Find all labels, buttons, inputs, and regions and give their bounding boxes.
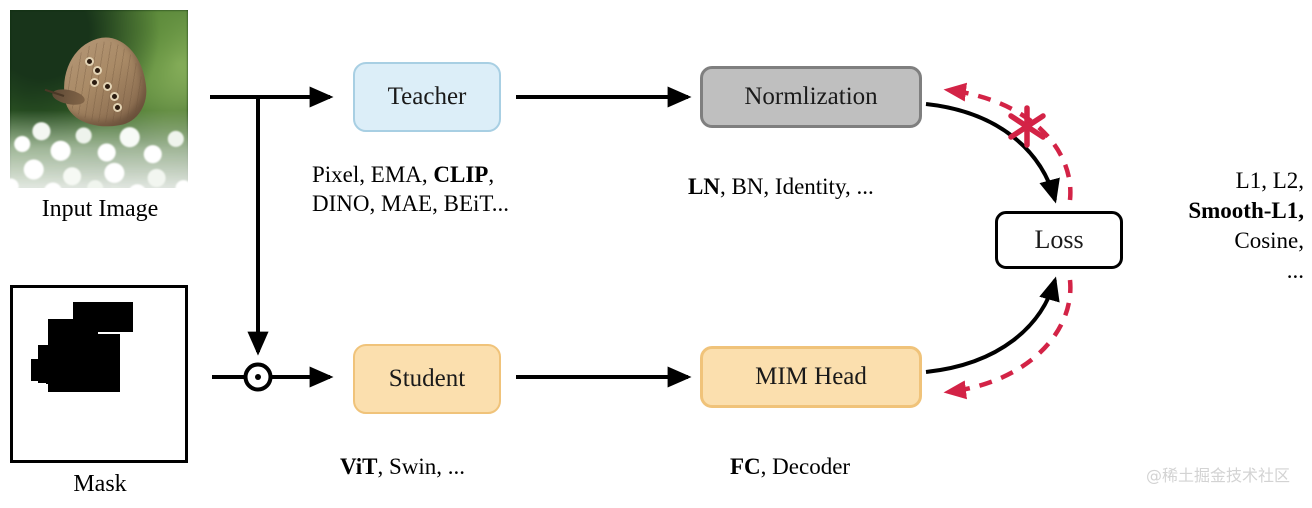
site-watermark: @稀土掘金技术社区 [1146, 466, 1291, 485]
student-node[interactable]: Student [353, 344, 501, 414]
butterfly-eyespot [84, 57, 94, 67]
option-line: Pixel, EMA, CLIP, [312, 162, 495, 187]
loss-label: Loss [1034, 225, 1084, 254]
option-line: LN, BN, Identity, ... [688, 174, 874, 199]
loss-options-list: L1, L2, Smooth-L1, Cosine,... [1160, 166, 1304, 286]
option-line: FC, Decoder [730, 454, 851, 479]
option-line: L1, L2, [1235, 168, 1304, 193]
input-image-thumbnail [10, 10, 188, 188]
mask-caption: Mask [73, 471, 127, 497]
normalization-label: Normlization [744, 83, 878, 110]
mask-thumbnail [10, 285, 188, 463]
butterfly-eyespot [90, 77, 100, 87]
input-split-connector [210, 86, 334, 356]
normalization-options-list: LN, BN, Identity, ... [688, 172, 874, 201]
student-label: Student [388, 365, 466, 392]
normalization-to-loss-connector [925, 102, 1060, 204]
gradient-to-normalization-connector [943, 82, 1073, 201]
mask-block [46, 372, 85, 384]
mim-head-label: MIM Head [755, 363, 867, 390]
option-highlight: Smooth-L1, [1188, 197, 1304, 223]
butterfly-eyespot [102, 82, 112, 92]
teacher-options-list: Pixel, EMA, CLIP, DINO, MAE, BEiT... [312, 160, 509, 219]
butterfly-eyespot [92, 66, 102, 76]
option-line: ... [1286, 257, 1304, 283]
student-options-list: ViT, Swin, ... [340, 452, 465, 481]
mim-head-to-loss-connector [925, 276, 1060, 374]
butterfly-eyespot [110, 91, 120, 101]
option-line: Cosine, [1234, 227, 1304, 253]
butterfly-eyespot [112, 103, 122, 113]
option-highlight: LN [688, 174, 720, 199]
option-highlight: FC [730, 454, 761, 479]
option-line: Smooth-L1, [1160, 196, 1304, 226]
elementwise-product-icon [243, 362, 273, 392]
stop-gradient-asterisk-icon [1008, 105, 1046, 148]
teacher-node[interactable]: Teacher [353, 62, 501, 132]
mim-head-node[interactable]: MIM Head [700, 346, 922, 408]
option-line: ViT, Swin, ... [340, 454, 466, 479]
loss-node[interactable]: Loss [995, 211, 1123, 269]
photo-butterfly [44, 32, 152, 134]
option-line: DINO, MAE, BEiT... [312, 191, 509, 217]
option-highlight: ViT [340, 454, 378, 479]
option-highlight: CLIP [433, 162, 489, 187]
gradient-to-mim-head-connector [943, 279, 1073, 400]
teacher-label: Teacher [387, 83, 467, 110]
input-image-caption: Input Image [41, 196, 159, 222]
mim-head-options-list: FC, Decoder [730, 452, 850, 481]
normalization-node[interactable]: Normlization [700, 66, 922, 128]
